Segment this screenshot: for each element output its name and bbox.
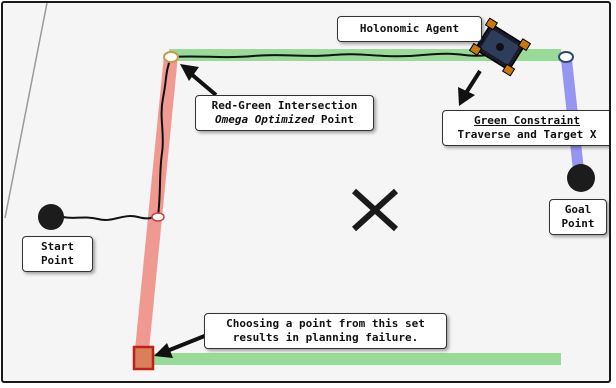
intersection-marker (163, 51, 179, 63)
failure-label: Choosing a point from this set results i… (204, 313, 447, 349)
goal-point-marker (567, 164, 595, 192)
agent-label-text: Holonomic Agent (359, 22, 460, 35)
background-line (4, 3, 48, 219)
x-mark-icon (351, 188, 399, 232)
path-crossing-marker (151, 212, 165, 222)
red-constraint-line (134, 54, 178, 361)
intersection-label-rest: Point (314, 113, 355, 126)
failure-arrow (154, 333, 208, 358)
diagram-frame: Holonomic Agent Red-Green Intersection O… (1, 1, 611, 383)
start-label-line2: Point (40, 254, 75, 267)
start-label-line1: Start (40, 240, 75, 253)
constraint-label: Green Constraint Traverse and Target X (442, 110, 609, 146)
failure-label-line2: results in planning failure. (232, 331, 419, 344)
failure-marker (132, 345, 155, 371)
goal-label-line2: Point (561, 217, 595, 230)
start-point-marker (38, 204, 64, 230)
constraint-label-line1: Green Constraint (474, 114, 580, 127)
goal-label-line1: Goal (564, 203, 592, 216)
holonomic-robot-icon (468, 17, 532, 77)
start-label: Start Point (22, 236, 93, 272)
intersection-arrow (180, 64, 218, 97)
planned-path (52, 52, 489, 221)
intersection-label: Red-Green Intersection Omega Optimized P… (195, 95, 374, 131)
failure-label-line1: Choosing a point from this set (226, 317, 425, 330)
constraint-label-line2: Traverse and Target X (457, 128, 597, 141)
agent-arrow (458, 69, 482, 106)
agent-label: Holonomic Agent (337, 16, 482, 42)
goal-label: Goal Point (549, 199, 607, 235)
blue-green-marker (558, 51, 574, 63)
intersection-label-line1: Red-Green Intersection (211, 99, 358, 112)
intersection-label-italic: Omega Optimized (214, 113, 315, 126)
intersection-label-line2: Omega Optimized Point (202, 113, 367, 127)
